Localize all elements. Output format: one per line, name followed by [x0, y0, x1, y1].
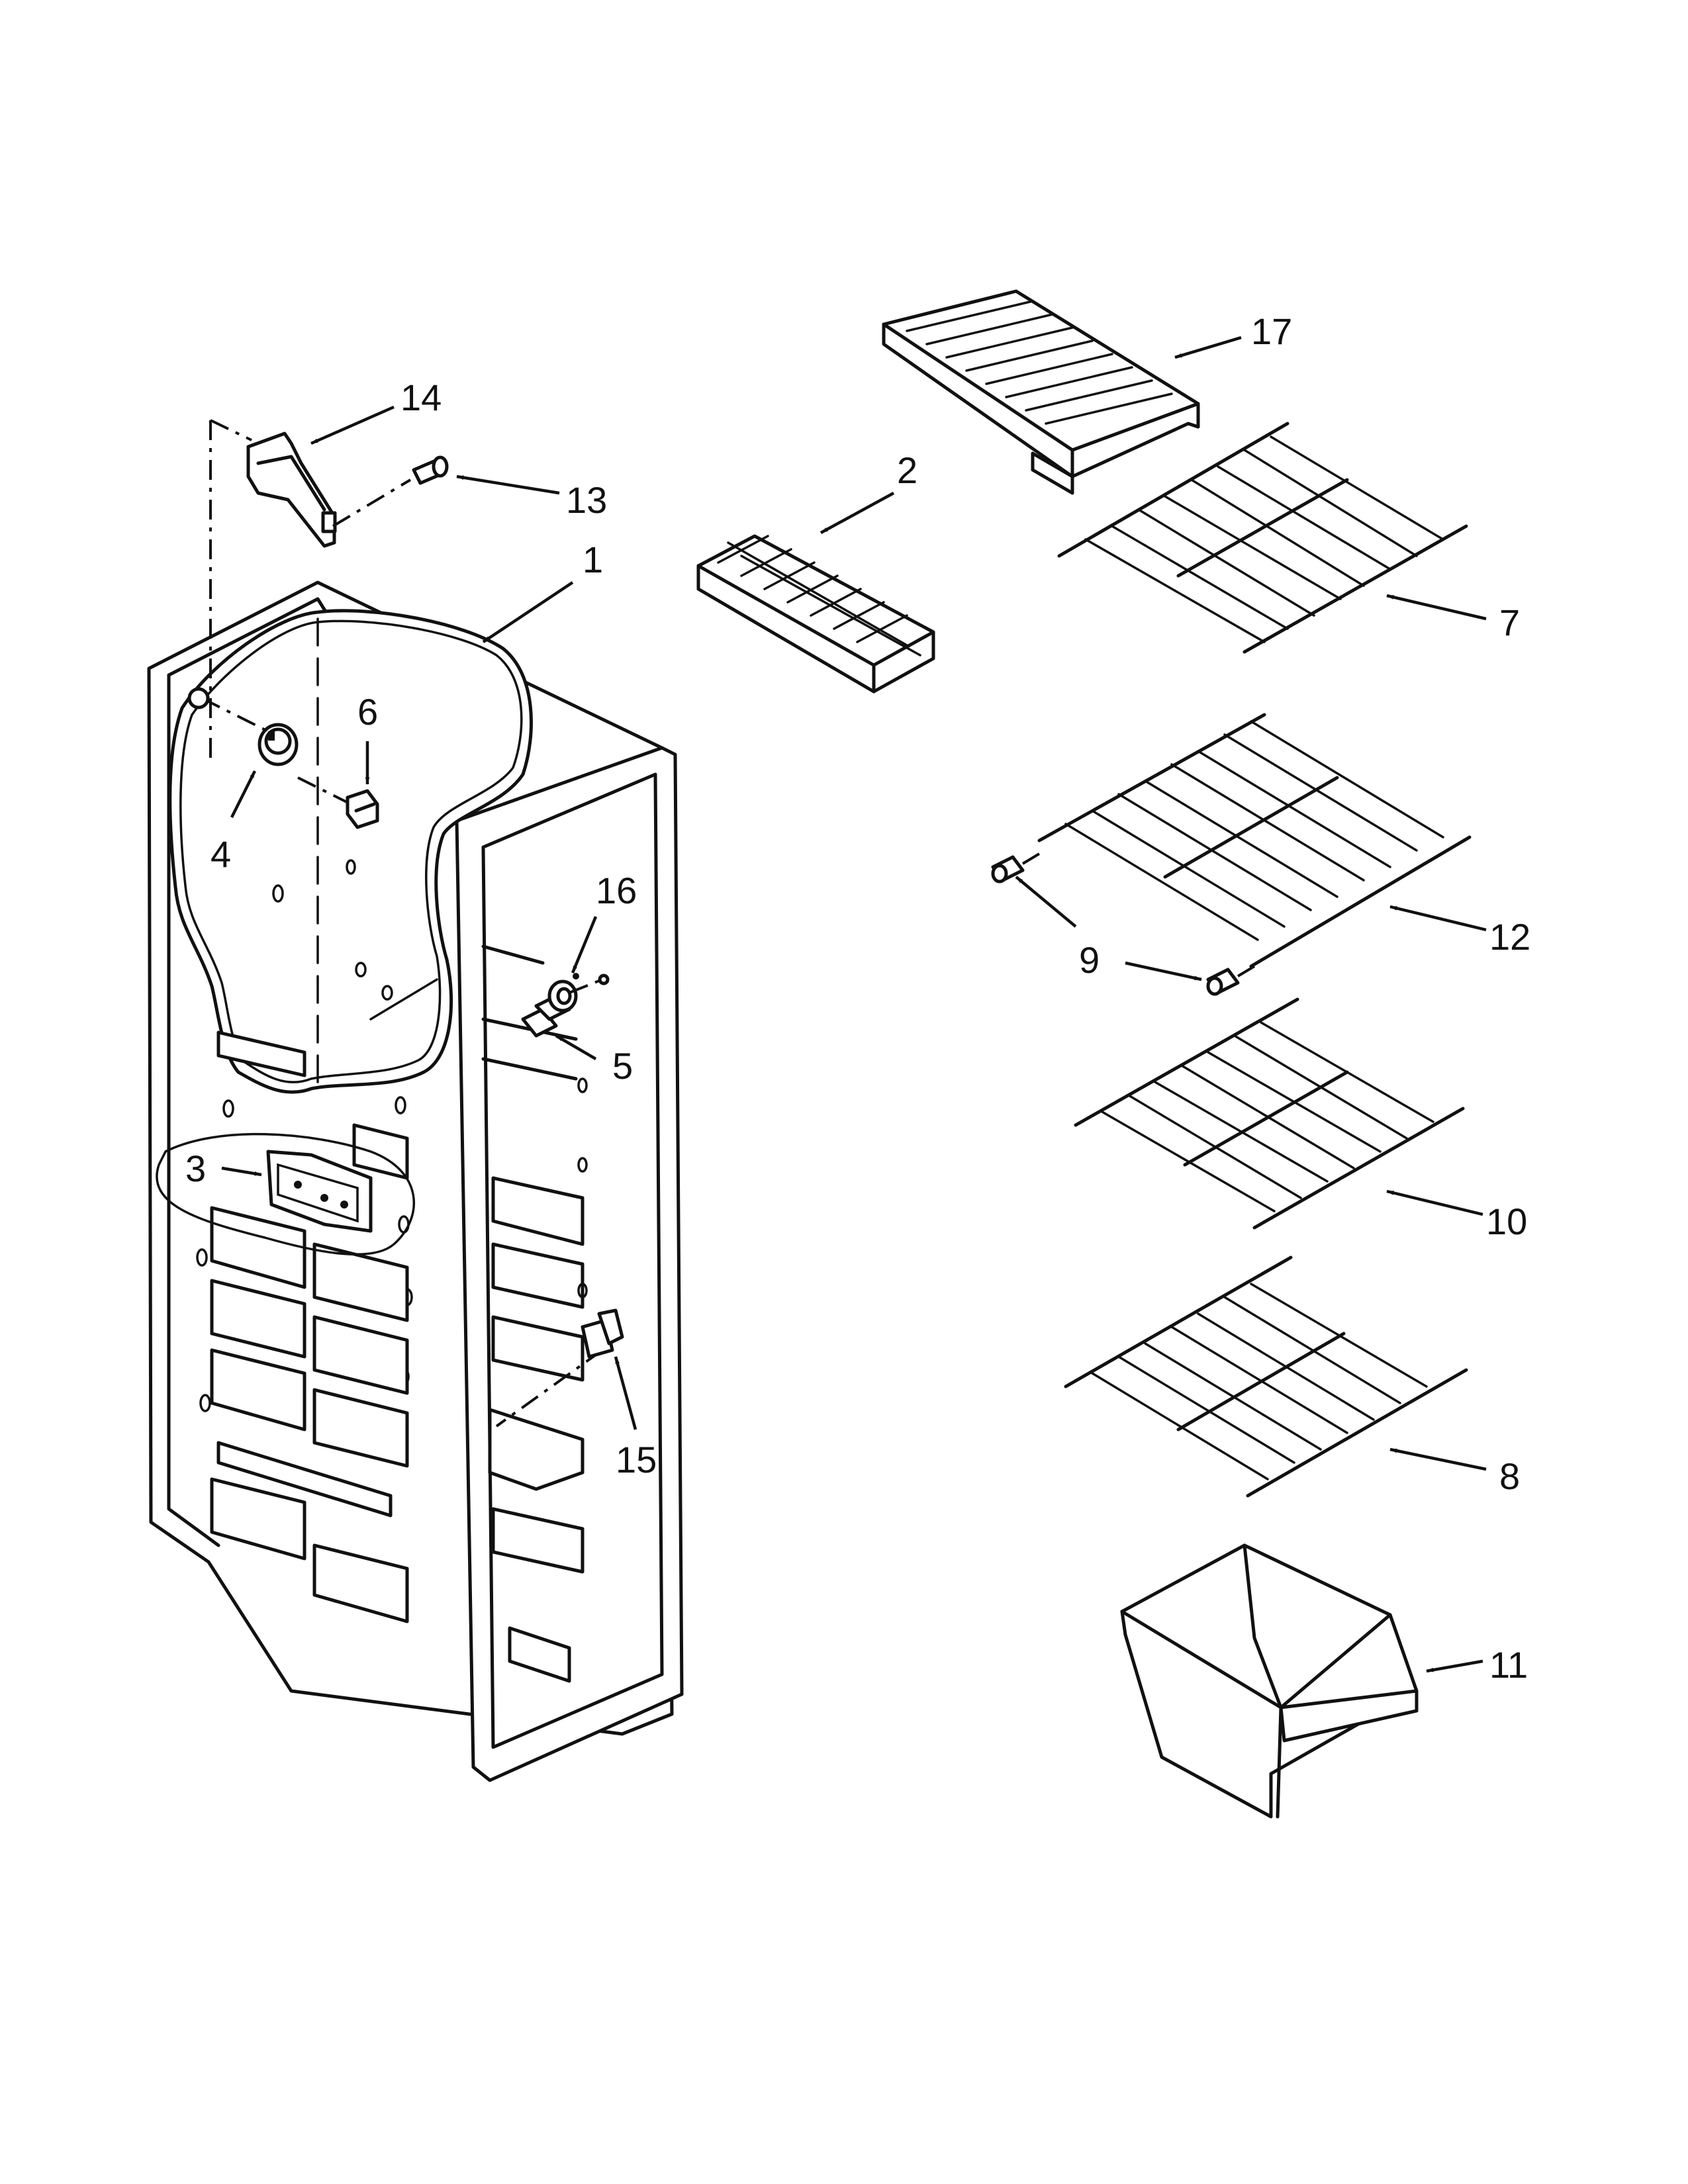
part-17-tray [882, 289, 1200, 495]
leader-4 [230, 770, 257, 819]
callout-17: 17 [1251, 310, 1292, 352]
callout-2: 2 [897, 449, 917, 491]
part-3-highlight-outline [156, 1132, 415, 1255]
leader-10 [1386, 1189, 1483, 1216]
part-15-switch [581, 1308, 624, 1359]
freezer-liner [147, 580, 684, 1782]
callout-14: 14 [400, 377, 442, 418]
leader-15 [614, 1356, 637, 1430]
leader-7 [1386, 594, 1487, 621]
leader-11 [1426, 1659, 1483, 1673]
leader-2 [820, 492, 895, 534]
part-11-bin [1120, 1543, 1419, 1819]
leader-9a [1015, 876, 1077, 928]
liner-cutout [168, 609, 533, 1094]
part-9-stud-upper [991, 855, 1025, 884]
vent-slots-right [481, 944, 588, 1574]
callout-15: 15 [616, 1439, 657, 1480]
leader-1 [482, 581, 574, 643]
leader-12 [1389, 905, 1487, 932]
callout-16: 16 [596, 870, 637, 911]
leader-3 [221, 1166, 262, 1177]
callout-labels: 1 2 3 4 5 6 7 8 9 10 11 12 13 14 15 16 1… [185, 310, 1530, 1686]
ice-tray-cells [717, 535, 921, 657]
callout-1: 1 [583, 539, 603, 580]
callout-12: 12 [1489, 916, 1530, 958]
tray-ribs [906, 300, 1173, 425]
part-2-ice-tray [696, 534, 935, 694]
callout-8: 8 [1499, 1455, 1520, 1497]
leader-13 [456, 475, 560, 495]
leader-8 [1389, 1447, 1487, 1471]
leader-16 [571, 916, 598, 974]
part-4-knob [258, 723, 299, 766]
callout-13: 13 [566, 479, 607, 521]
leader-14 [310, 405, 395, 445]
part-9-stud-lower [1206, 968, 1240, 996]
callout-11: 11 [1489, 1644, 1528, 1686]
vent-slots-left [210, 1030, 409, 1623]
part-6-clip [346, 789, 379, 829]
callout-3: 3 [185, 1148, 206, 1189]
part-10-shelf [1074, 997, 1465, 1230]
callout-9: 9 [1079, 939, 1100, 981]
callout-4: 4 [211, 833, 231, 875]
part-13-screw [412, 455, 449, 485]
part-12-shelf [1037, 713, 1472, 968]
leader-5 [555, 1034, 597, 1060]
callout-5: 5 [612, 1045, 633, 1087]
callout-7: 7 [1499, 602, 1520, 643]
part-3-control-housing [266, 1150, 373, 1233]
part-16-grommet [547, 979, 578, 1013]
leader-9b [1125, 961, 1202, 981]
leader-17 [1174, 336, 1242, 359]
callout-10: 10 [1486, 1201, 1527, 1242]
part-14-bracket [246, 432, 337, 548]
part-8-shelf [1064, 1255, 1468, 1498]
part-7-shelf [1057, 422, 1468, 654]
callout-6: 6 [357, 691, 378, 733]
callout-leaders [221, 336, 1487, 1673]
